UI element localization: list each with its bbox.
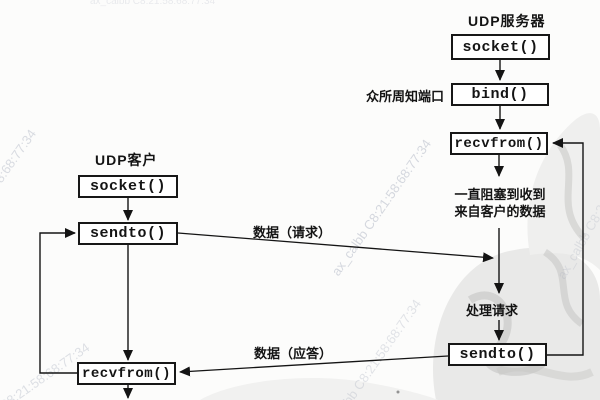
server-block-note-line2: 来自客户的数据 [454,204,546,219]
scan-speck [396,390,400,394]
server-bind-label: bind() [471,86,529,103]
watermark-text: ax_calbb C8:21:58:68:77:34 [0,126,40,269]
server-column-title: UDP服务器 [468,13,546,29]
watermark-stroke-4 [496,363,594,381]
watermark-text: ax_calbb C8:21:58:68:77:34 [554,133,600,282]
server-block-note-line1: 一直阻塞到收到 [454,187,546,202]
client-column-title: UDP客户 [95,152,158,168]
watermark-text: ax_calbb C8:21:58:68:77:34 [318,296,425,400]
line-server-loopback [547,138,584,356]
arrow-data-request [177,232,494,263]
data-reply-edge-label: 数据（应答） [254,346,333,361]
client-sendto-label: sendto() [89,225,166,242]
client-recvfrom-box: recvfrom() [77,362,176,385]
watermark-text: ax_calbb C8:21:58:68:77:34 [328,136,435,279]
server-socket-box: socket() [451,34,550,60]
client-sendto-box: sendto() [78,222,178,245]
well-known-port-label: 众所周知端口 [366,89,445,104]
process-request-label: 处理请求 [466,303,519,318]
client-recvfrom-label: recvfrom() [81,365,171,382]
watermark-stroke-1 [557,142,587,241]
server-bind-box: bind() [451,83,549,106]
server-sendto-label: sendto() [459,346,536,363]
watermark-stroke-3 [542,249,585,327]
data-request-edge-label: 数据（请求） [253,225,332,240]
server-recvfrom-label: recvfrom() [454,135,544,152]
server-sendto-box: sendto() [448,343,547,366]
client-socket-box: socket() [78,175,178,198]
server-recvfrom-box: recvfrom() [450,132,548,155]
line-client-loopback [39,228,77,374]
server-socket-label: socket() [462,38,539,56]
watermark-text: ax_calbb C8:21:58:68:77:34 [90,0,216,7]
server-block-note: 一直阻塞到收到 来自客户的数据 [449,186,551,220]
watermark-blob-right [432,247,600,400]
client-socket-label: socket() [89,178,166,195]
watermark-blob-bottom-center [200,378,438,400]
